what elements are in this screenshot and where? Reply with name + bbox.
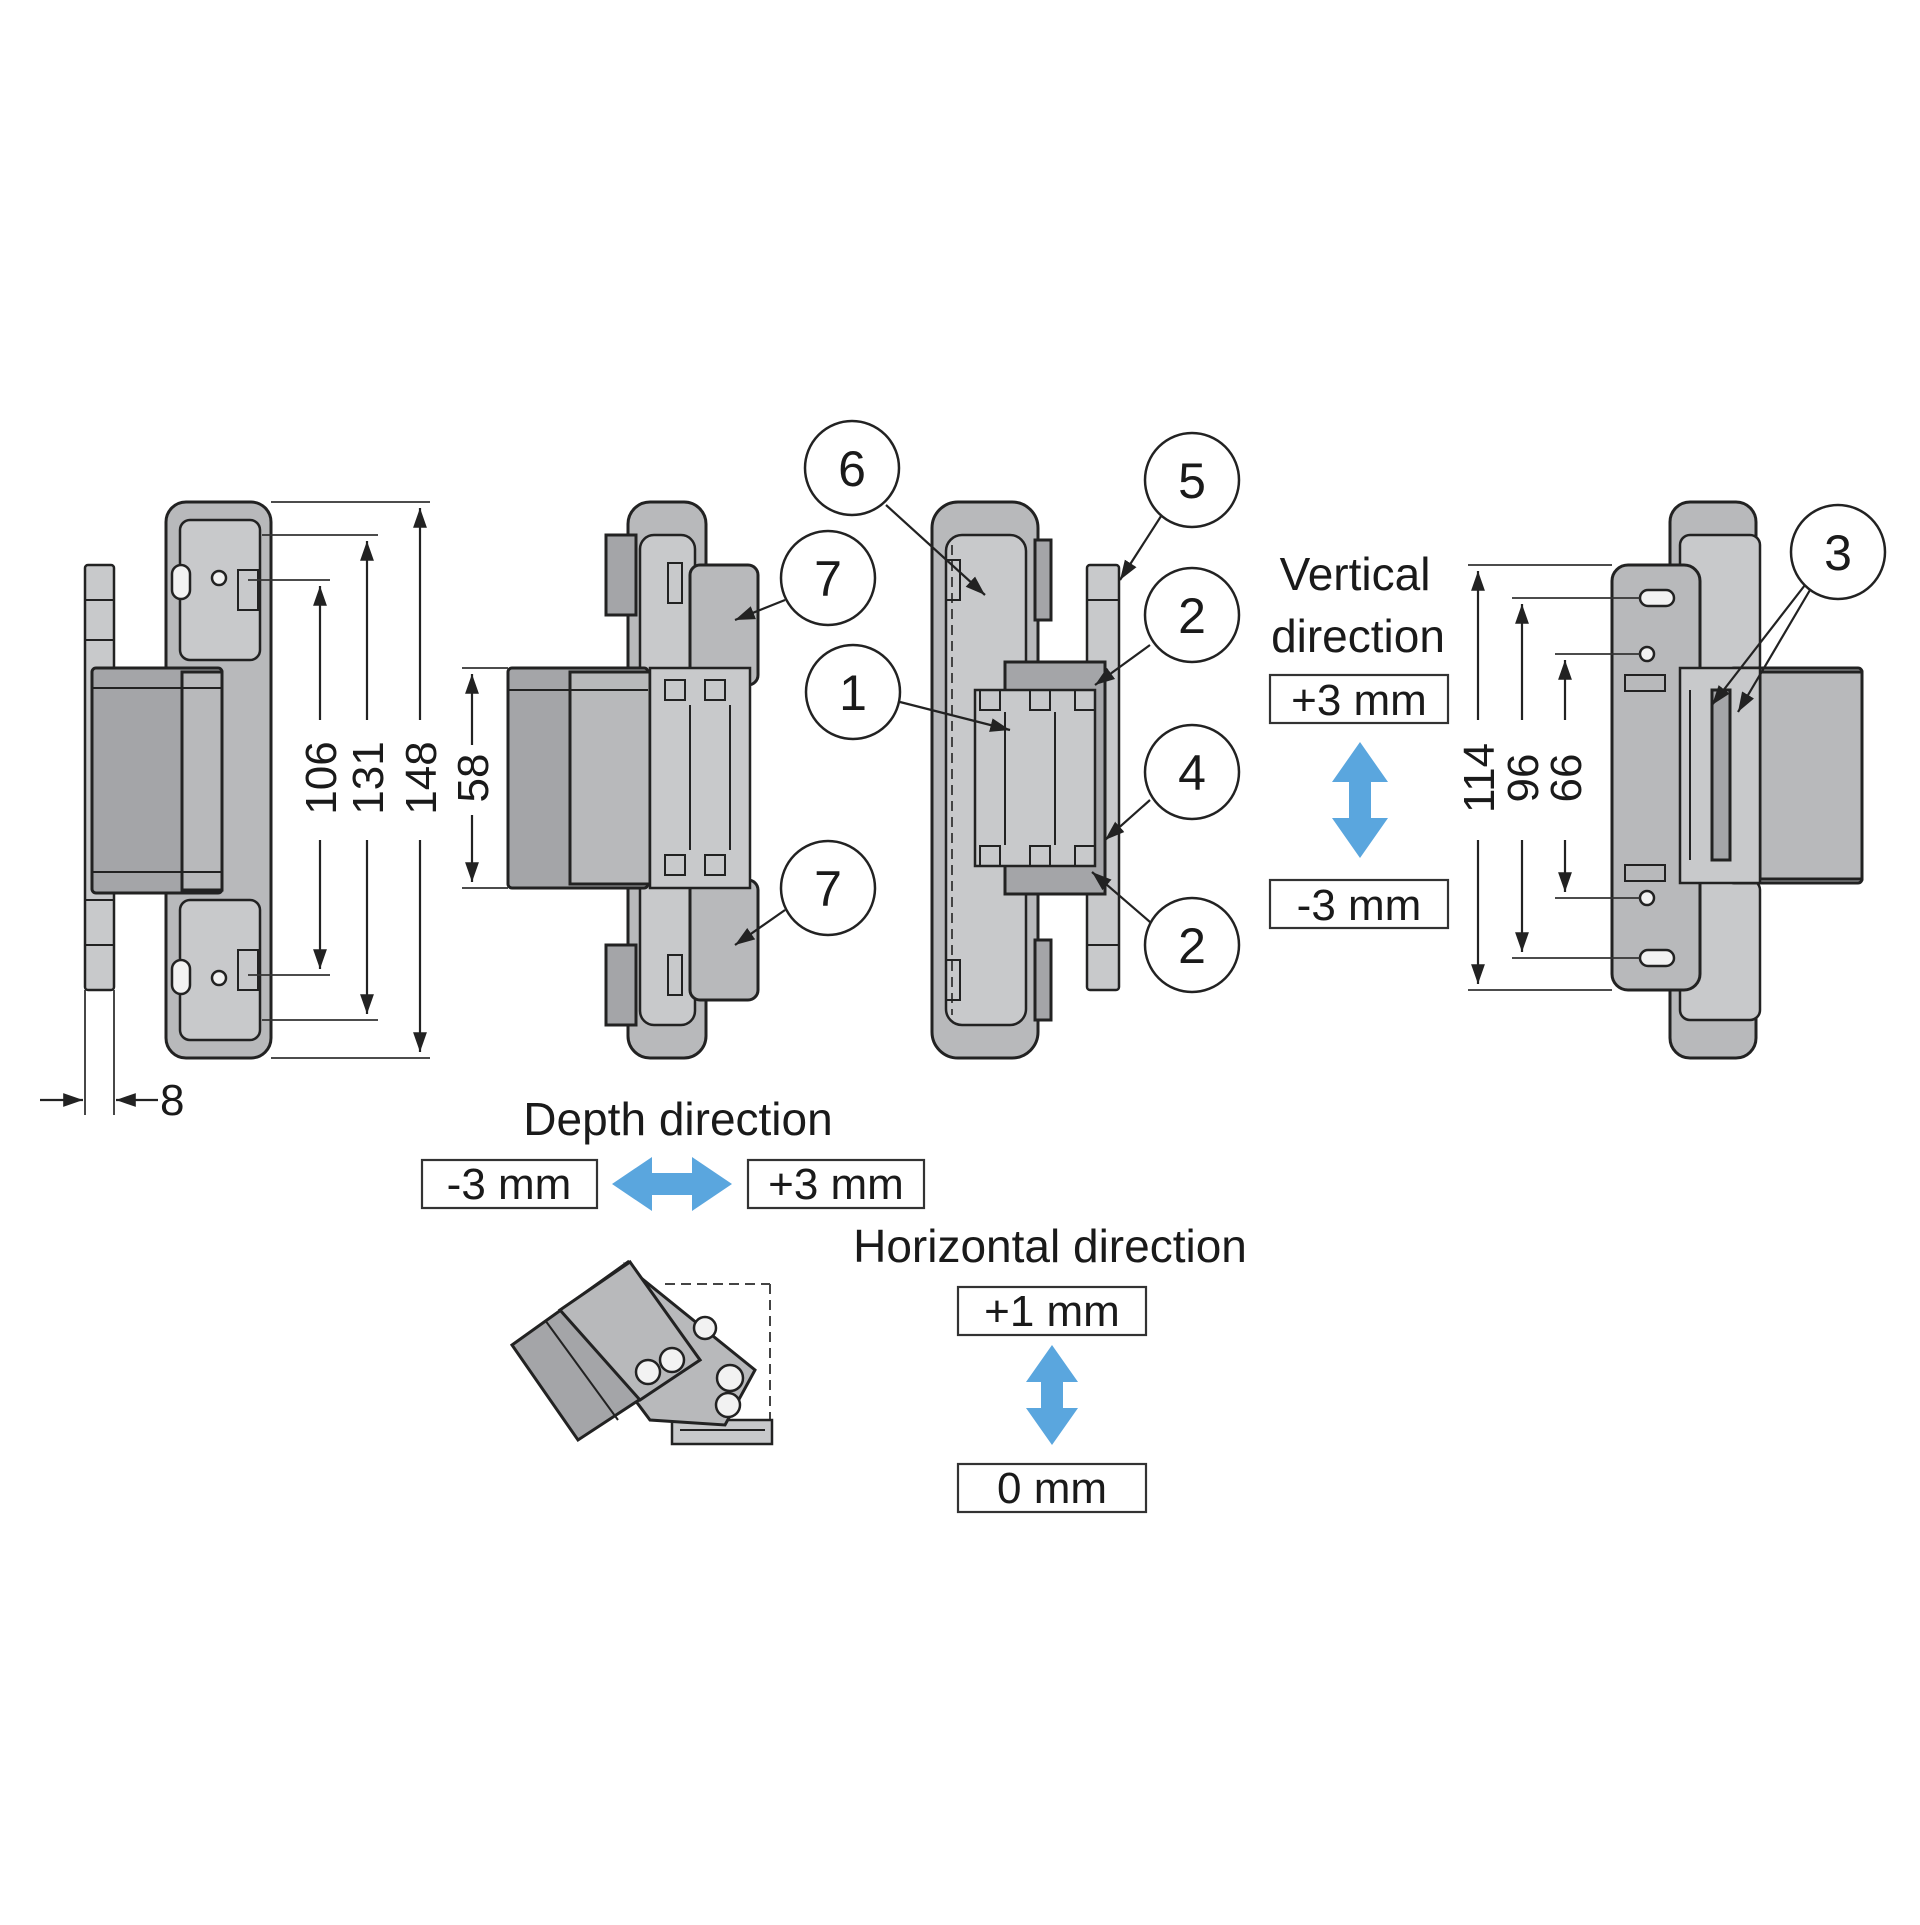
dim-106: 106 — [297, 741, 346, 814]
depth-plus-box — [746, 1158, 926, 1210]
horizontal-plus-box — [956, 1285, 1148, 1337]
callout-2-top: 2 — [1178, 588, 1206, 644]
dim-96: 96 — [1499, 754, 1548, 803]
hinge-open-detail — [509, 1259, 774, 1446]
dim-66: 66 — [1542, 754, 1591, 803]
depth-minus-value: -3 mm — [447, 1160, 572, 1209]
horizontal-zero-value: 0 mm — [997, 1464, 1107, 1513]
callout-5: 5 — [1178, 453, 1206, 509]
horizontal-adjustment: Horizontal direction +1 mm 0 mm — [853, 1220, 1247, 1514]
callout-group: 6 5 7 2 1 4 7 2 3 — [734, 419, 1887, 994]
vertical-plus-box — [1268, 673, 1450, 725]
callout-3: 3 — [1824, 525, 1852, 581]
view-front-open: 58 — [448, 500, 760, 1060]
depth-title: Depth direction — [523, 1093, 832, 1145]
vertical-title-line2: direction — [1271, 610, 1445, 662]
view-side-left: 148 131 106 8 — [40, 500, 446, 1125]
vertical-minus-box — [1268, 878, 1450, 930]
dim-114: 114 — [1455, 743, 1504, 813]
dim-58: 58 — [449, 754, 498, 803]
horizontal-title: Horizontal direction — [853, 1220, 1247, 1272]
double-arrow-horizontal-icon — [612, 1157, 732, 1211]
callout-1: 1 — [839, 665, 867, 721]
view-front-callouts — [930, 500, 1121, 1060]
view-back-right: 114 96 66 — [1454, 500, 1864, 1060]
dim-131: 131 — [344, 741, 393, 814]
callout-7-bottom: 7 — [814, 861, 842, 917]
vertical-adjustment: Vertical direction +3 mm -3 mm — [1268, 548, 1450, 930]
double-arrow-vertical-icon — [1332, 742, 1388, 858]
horizontal-zero-box — [956, 1462, 1148, 1514]
depth-plus-value: +3 mm — [768, 1160, 904, 1209]
vertical-minus-value: -3 mm — [1297, 881, 1422, 930]
dim-148: 148 — [397, 741, 446, 814]
callout-2-bottom: 2 — [1178, 918, 1206, 974]
vertical-plus-value: +3 mm — [1291, 676, 1427, 725]
callout-7-top: 7 — [814, 551, 842, 607]
depth-minus-box — [420, 1158, 599, 1210]
callout-4: 4 — [1178, 745, 1206, 801]
horizontal-plus-value: +1 mm — [984, 1287, 1120, 1336]
dim-8: 8 — [160, 1076, 184, 1125]
vertical-title-line1: Vertical — [1280, 548, 1431, 600]
double-arrow-vertical-icon — [1026, 1345, 1078, 1445]
depth-adjustment: Depth direction -3 mm +3 mm — [420, 1093, 926, 1211]
callout-6: 6 — [838, 441, 866, 497]
